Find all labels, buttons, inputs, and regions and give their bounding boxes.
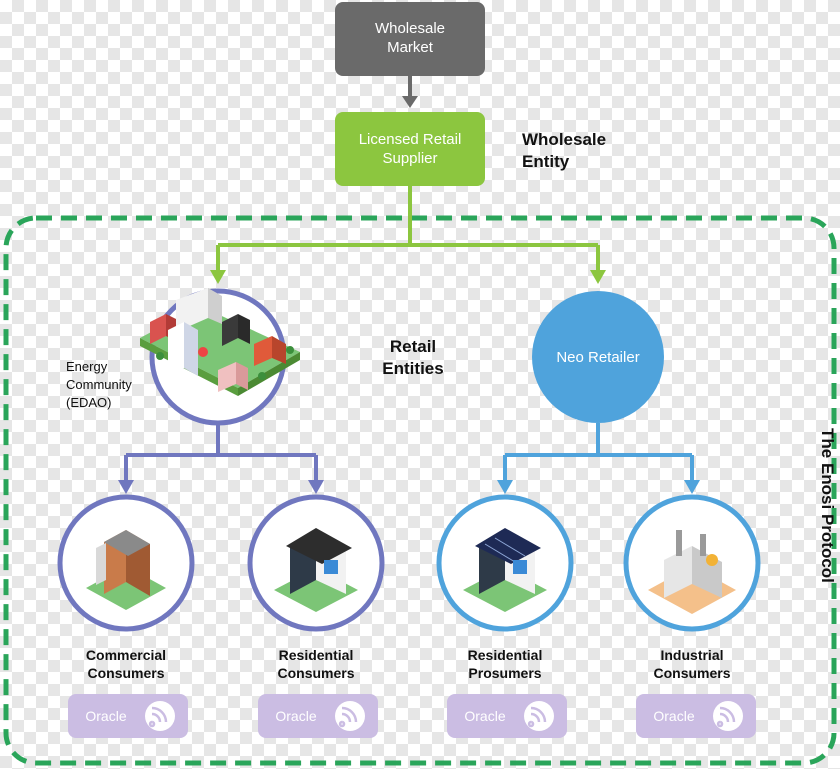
arrowhead-green-right xyxy=(590,270,606,284)
arrowhead-gray xyxy=(402,96,418,108)
neo-retailer-node: Neo Retailer xyxy=(532,291,664,423)
signal-icon xyxy=(335,701,365,731)
licensed-retail-line1: Licensed Retail xyxy=(359,131,462,148)
protocol-boundary xyxy=(3,215,837,766)
arrowhead-purple-left xyxy=(118,480,134,494)
residential-consumers-line1: Residential xyxy=(279,647,354,663)
residential-prosumers-node xyxy=(436,494,574,632)
energy-community-node: Energy Community (EDAO) xyxy=(66,288,300,426)
oracle-label: Oracle xyxy=(653,708,694,724)
residential-prosumers-line1: Residential xyxy=(468,647,543,663)
green-connectors xyxy=(216,186,600,272)
energy-community-line2: Community xyxy=(66,377,132,392)
oracle-label: Oracle xyxy=(85,708,126,724)
wholesale-market-node: Wholesale Market xyxy=(335,2,485,76)
retail-entities-line1: Retail xyxy=(390,337,436,356)
signal-icon xyxy=(524,701,554,731)
arrowhead-green-left xyxy=(210,270,226,284)
residential-prosumers-line2: Prosumers xyxy=(468,665,541,681)
city-illustration xyxy=(140,288,300,396)
commercial-consumers-node xyxy=(57,494,195,632)
commercial-line1: Commercial xyxy=(86,647,166,663)
retail-entities-line2: Entities xyxy=(382,359,443,378)
protocol-label: The Enosi Protocol xyxy=(818,428,837,583)
residential-consumers-node xyxy=(247,494,385,632)
neo-retailer-label: Neo Retailer xyxy=(556,349,639,366)
blue-connectors xyxy=(503,423,694,482)
purple-connectors xyxy=(124,423,318,482)
wholesale-market-line1: Wholesale xyxy=(375,20,445,37)
licensed-retail-line2: Supplier xyxy=(382,150,437,167)
oracle-label: Oracle xyxy=(464,708,505,724)
oracle-badge: Oracle xyxy=(68,694,188,738)
energy-community-line1: Energy xyxy=(66,359,108,374)
oracle-label: Oracle xyxy=(275,708,316,724)
arrowhead-purple-right xyxy=(308,480,324,494)
oracle-badge: Oracle xyxy=(258,694,378,738)
energy-community-line3: (EDAO) xyxy=(66,395,112,410)
residential-consumers-line2: Consumers xyxy=(277,665,354,681)
commercial-line2: Consumers xyxy=(87,665,164,681)
signal-icon xyxy=(713,701,743,731)
licensed-retail-supplier-node: Licensed Retail Supplier xyxy=(335,112,485,186)
wholesale-entity-line2: Entity xyxy=(522,152,570,171)
oracle-badge: Oracle xyxy=(447,694,567,738)
industrial-line2: Consumers xyxy=(653,665,730,681)
arrowhead-blue-right xyxy=(684,480,700,494)
wholesale-entity-line1: Wholesale xyxy=(522,130,606,149)
consumer-labels: Commercial Consumers Residential Consume… xyxy=(86,647,731,681)
wholesale-market-line2: Market xyxy=(387,39,434,56)
arrowhead-blue-left xyxy=(497,480,513,494)
industrial-consumers-node xyxy=(623,494,761,632)
oracle-badge: Oracle xyxy=(636,694,756,738)
industrial-line1: Industrial xyxy=(660,647,723,663)
signal-icon xyxy=(145,701,175,731)
